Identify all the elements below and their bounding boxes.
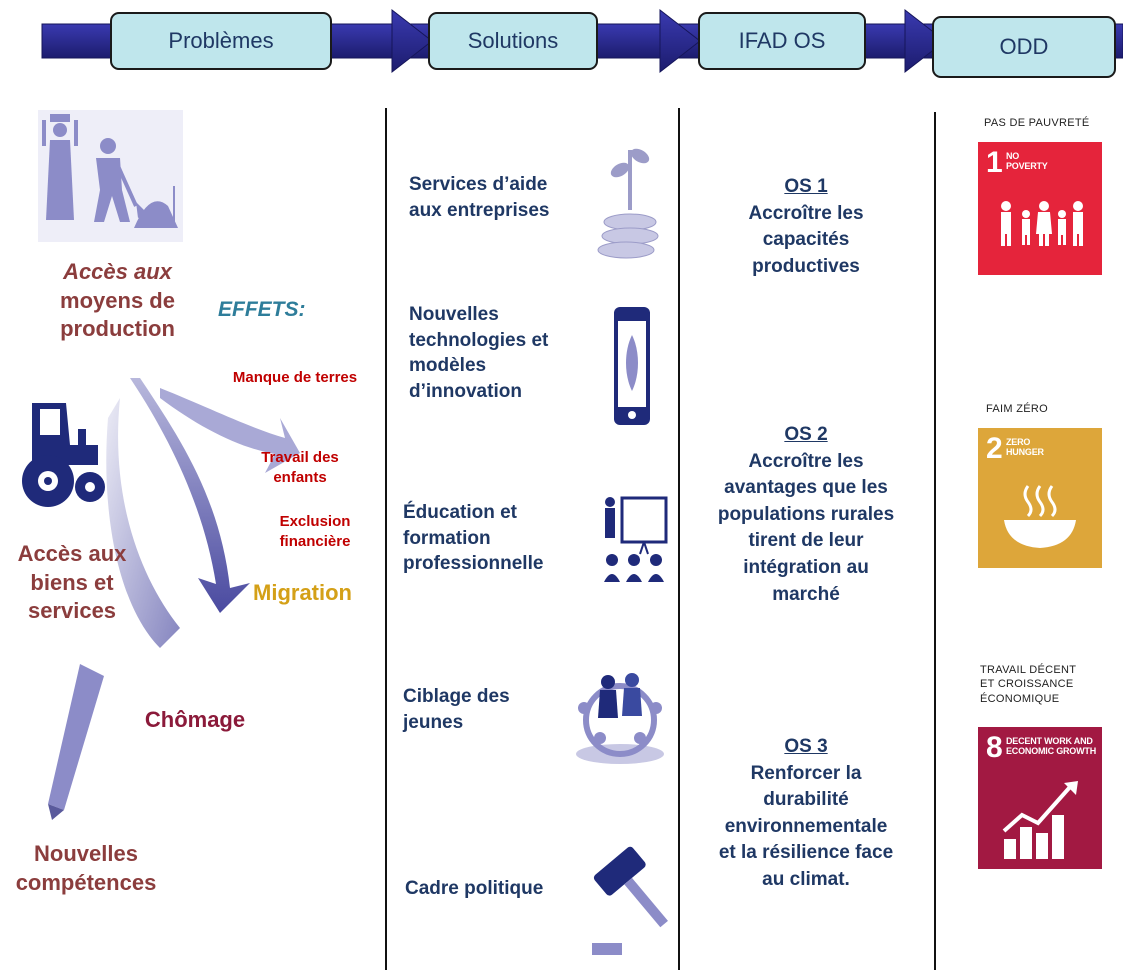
sdg8-label-line1: TRAVAIL DÉCENT <box>980 664 1077 676</box>
effet-manque-terres: Manque de terres <box>232 369 358 386</box>
effet-exclusion: Exclusion financière <box>255 512 375 553</box>
gavel-icon <box>592 846 668 955</box>
solution-s1-line2: aux entreprises <box>409 199 550 221</box>
plant-coins-icon <box>597 148 659 259</box>
solution-s3-line2: formation <box>403 527 491 549</box>
os2-line5: intégration au <box>743 556 869 578</box>
problem-acces-moyens-line2: moyens de <box>60 287 175 313</box>
sdg8-label-line3: ÉCONOMIQUE <box>980 692 1060 705</box>
step-ifad-os: IFAD OS <box>698 12 866 70</box>
sdg1-title-line2: POVERTY <box>1006 160 1048 171</box>
solution-services-aide: Services d’aide aux entreprises <box>409 172 549 223</box>
os3-line2: durabilité <box>763 789 849 811</box>
solution-s3-line3: professionnelle <box>403 553 544 575</box>
smartphone-icon <box>614 307 650 425</box>
os2-line3: populations rurales <box>717 503 895 525</box>
divider-2 <box>678 108 680 970</box>
sdg8-number: 8 <box>986 731 1003 764</box>
growth-chart-icon <box>1002 781 1078 859</box>
os2-number: OS 2 <box>784 424 828 445</box>
step-solutions: Solutions <box>428 12 598 70</box>
effet-travail-enfants: Travail des enfants <box>240 448 360 489</box>
sdg2-label: FAIM ZÉRO <box>986 403 1048 415</box>
sdg2-title: ZERO HUNGER <box>1006 437 1044 458</box>
solution-s2-line4: d’innovation <box>409 380 522 402</box>
effects-swoosh <box>106 378 300 648</box>
solution-s4-line1: Ciblage des <box>403 686 510 707</box>
solution-s3-line1: Éducation et <box>403 502 518 523</box>
os2-block: OS 2 Accroître les avantages que les pop… <box>686 422 926 608</box>
sdg8-title-line1: DECENT WORK AND <box>1006 736 1093 746</box>
solution-education: Éducation et formation professionnelle <box>403 500 543 577</box>
sdg2-tile: 2 ZERO HUNGER <box>978 428 1102 568</box>
os1-block: OS 1 Accroître les capacités productives <box>686 174 926 280</box>
problem-competences-line2: compétences <box>15 869 157 895</box>
bowl-icon <box>1004 485 1076 548</box>
divider-3 <box>934 112 936 970</box>
step-odd: ODD <box>932 16 1116 78</box>
sdg8-title: DECENT WORK AND ECONOMIC GROWTH <box>1006 736 1096 757</box>
problem-acces-moyens-line1: Accès aux <box>63 259 172 284</box>
problem-competences-line1: Nouvelles <box>34 841 138 866</box>
solution-s2-line3: modèles <box>409 355 487 377</box>
effet-travail-line1: Travail des <box>261 449 339 466</box>
sdg8-label-line2: ET CROISSANCE <box>980 678 1074 691</box>
problem-chomage: Chômage <box>144 707 246 732</box>
os3-line5: au climat. <box>762 868 850 890</box>
step-problemes: Problèmes <box>110 12 332 70</box>
problem-acces-moyens: Accès aux moyens de production <box>30 258 205 344</box>
problem-acces-moyens-line3: production <box>60 316 175 342</box>
solution-nouvelles-technologies: Nouvelles technologies et modèles d’inno… <box>409 302 548 405</box>
effet-exclusion-line2: financière <box>279 533 351 551</box>
os2-line4: tirent de leur <box>748 530 864 552</box>
sdg1-number: 1 <box>986 146 1003 179</box>
sdg2-number: 2 <box>986 432 1003 465</box>
workers-icon <box>38 110 183 242</box>
os1-line1: Accroître les <box>748 202 864 224</box>
classroom-icon <box>604 496 668 582</box>
effets-title: EFFETS: <box>218 298 306 321</box>
solution-cadre-politique: Cadre politique <box>405 878 544 899</box>
os1-number: OS 1 <box>784 176 828 197</box>
effet-travail-line2: enfants <box>273 469 327 487</box>
pencil-icon <box>48 664 104 820</box>
os3-line3: environnementale <box>724 815 888 837</box>
os3-line1: Renforcer la <box>750 762 862 784</box>
tractor-icon <box>22 403 105 507</box>
problem-competences: Nouvelles compétences <box>0 840 172 897</box>
os1-line3: productives <box>752 255 860 277</box>
solution-s1-line1: Services d’aide <box>409 174 548 195</box>
solution-s2-line1: Nouvelles <box>409 304 499 325</box>
effet-exclusion-line1: Exclusion <box>279 513 351 530</box>
os3-number: OS 3 <box>784 736 828 757</box>
os3-block: OS 3 Renforcer la durabilité environneme… <box>686 734 926 894</box>
problem-acces-biens: Accès aux biens et services <box>2 540 142 626</box>
sdg8-tile: 8 DECENT WORK AND ECONOMIC GROWTH <box>978 727 1102 869</box>
solution-s4-line2: jeunes <box>403 711 464 733</box>
os3-line4: et la résilience face <box>718 842 894 864</box>
os1-line2: capacités <box>762 229 850 251</box>
sdg1-title: NO POVERTY <box>1006 151 1048 172</box>
problem-acces-biens-line2: biens et <box>30 569 114 595</box>
problem-acces-biens-line3: services <box>27 598 117 624</box>
os2-line6: marché <box>772 583 840 605</box>
os2-line1: Accroître les <box>748 450 864 472</box>
divider-1 <box>385 108 387 970</box>
solution-ciblage-jeunes: Ciblage des jeunes <box>403 684 510 735</box>
sdg1-label: PAS DE PAUVRETÉ <box>984 117 1090 129</box>
problem-acces-biens-line1: Accès aux <box>17 541 127 566</box>
sdg2-title-line2: HUNGER <box>1006 446 1044 457</box>
os2-line2: avantages que les <box>724 477 888 499</box>
solution-s2-line2: technologies et <box>409 329 549 351</box>
sdg2-title-line1: ZERO <box>1006 437 1031 447</box>
sdg1-tile: 1 NO POVERTY <box>978 142 1102 275</box>
effet-migration: Migration <box>253 580 352 605</box>
sdg1-title-line1: NO <box>1006 151 1020 161</box>
sdg8-title-line2: ECONOMIC GROWTH <box>1006 745 1096 756</box>
family-icon <box>1001 201 1083 246</box>
sdg8-label: TRAVAIL DÉCENT ET CROISSANCE ÉCONOMIQUE <box>980 663 1076 706</box>
youth-group-icon <box>576 673 664 764</box>
